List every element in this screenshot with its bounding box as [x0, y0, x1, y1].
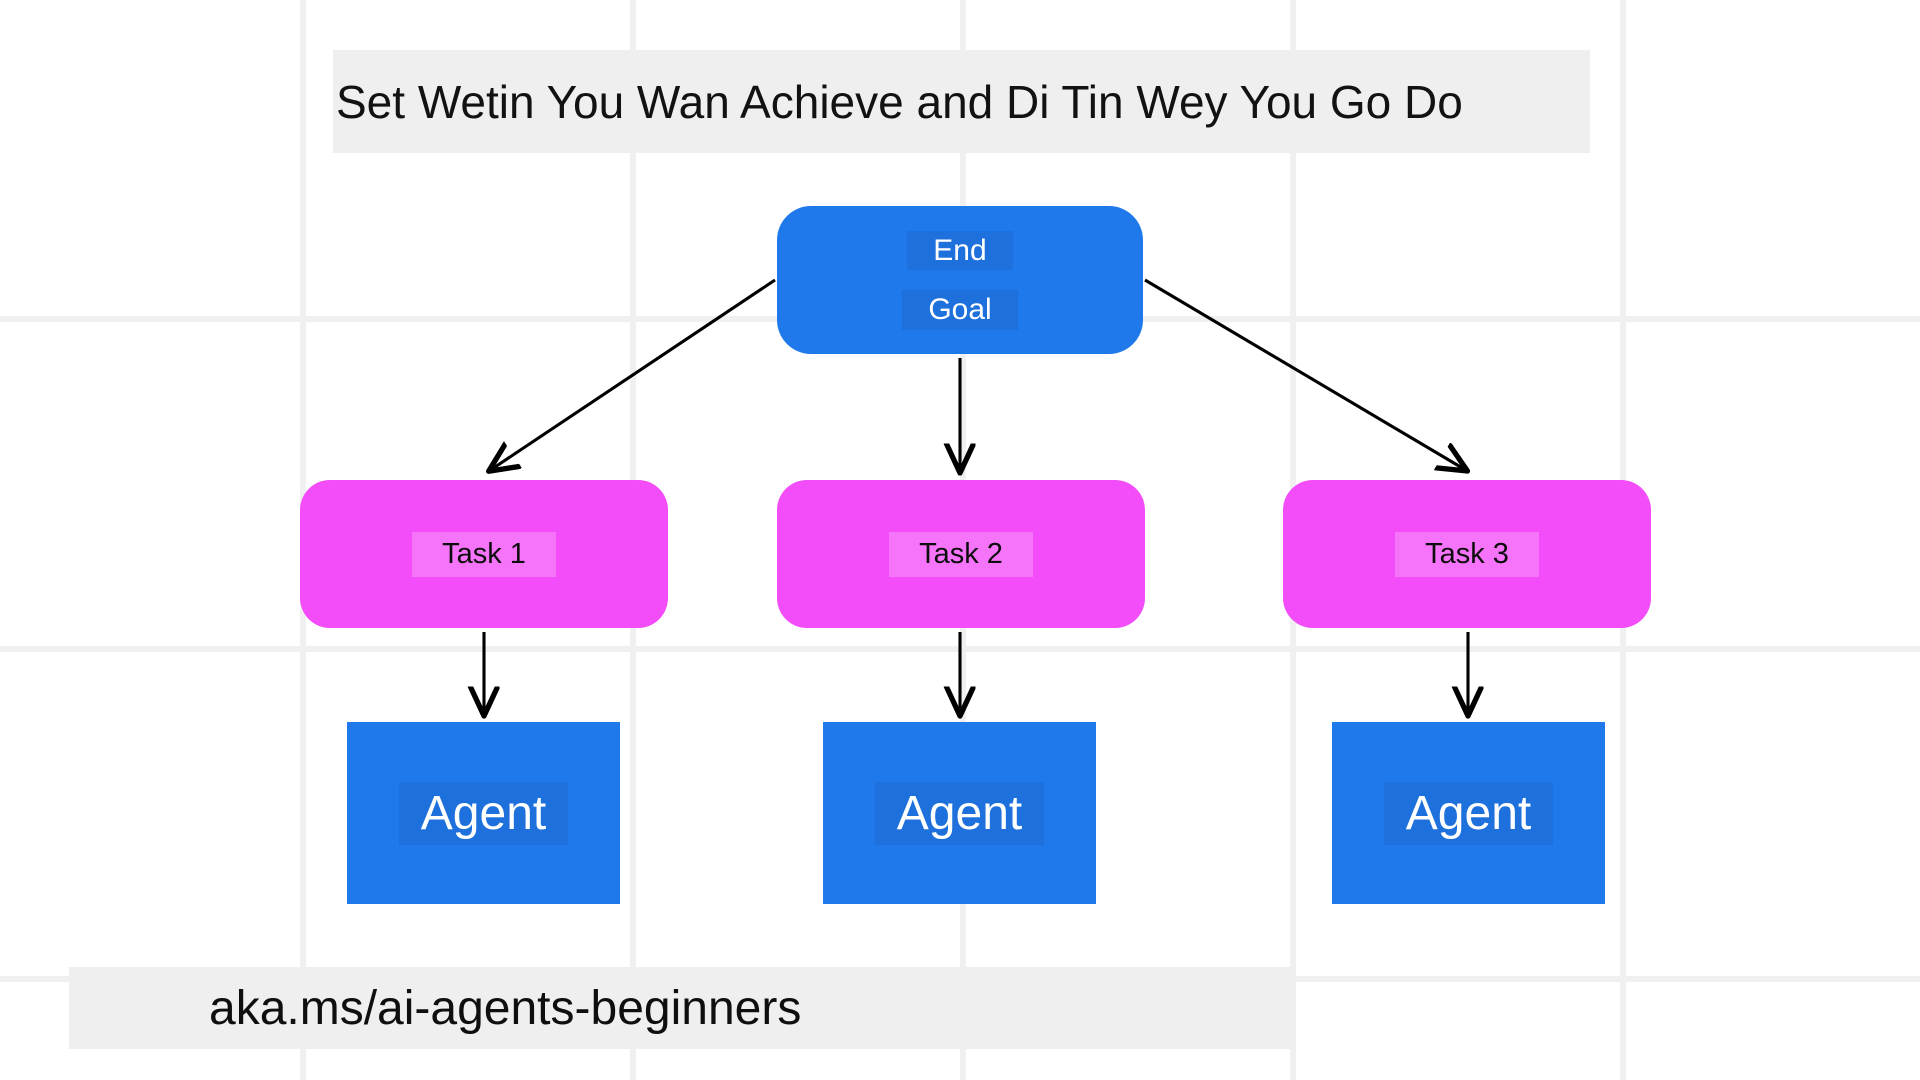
node-end-goal[interactable]: End Goal	[777, 206, 1143, 354]
footer-band: aka.ms/ai-agents-beginners	[69, 967, 1294, 1049]
node-task-3[interactable]: Task 3	[1283, 480, 1651, 628]
node-end-goal-line1: End	[907, 230, 1013, 270]
node-task-3-label: Task 3	[1395, 531, 1539, 577]
page-title: Set Wetin You Wan Achieve and Di Tin Wey…	[336, 75, 1463, 128]
node-agent-3[interactable]: Agent	[1332, 722, 1605, 904]
edge-goal-task1	[492, 278, 776, 469]
node-task-1-label: Task 1	[412, 531, 556, 577]
node-agent-1-label: Agent	[398, 781, 569, 845]
node-agent-1[interactable]: Agent	[347, 722, 620, 904]
node-task-1[interactable]: Task 1	[300, 480, 668, 628]
node-agent-2-label: Agent	[874, 781, 1045, 845]
node-agent-3-label: Agent	[1383, 781, 1554, 845]
node-task-2-label: Task 2	[889, 531, 1033, 577]
footer-url: aka.ms/ai-agents-beginners	[209, 981, 802, 1035]
slide-title-band: Set Wetin You Wan Achieve and Di Tin Wey…	[333, 50, 1590, 153]
node-end-goal-line2: Goal	[902, 290, 1018, 330]
node-task-2[interactable]: Task 2	[777, 480, 1145, 628]
edge-goal-task3	[1144, 278, 1464, 469]
node-agent-2[interactable]: Agent	[823, 722, 1096, 904]
